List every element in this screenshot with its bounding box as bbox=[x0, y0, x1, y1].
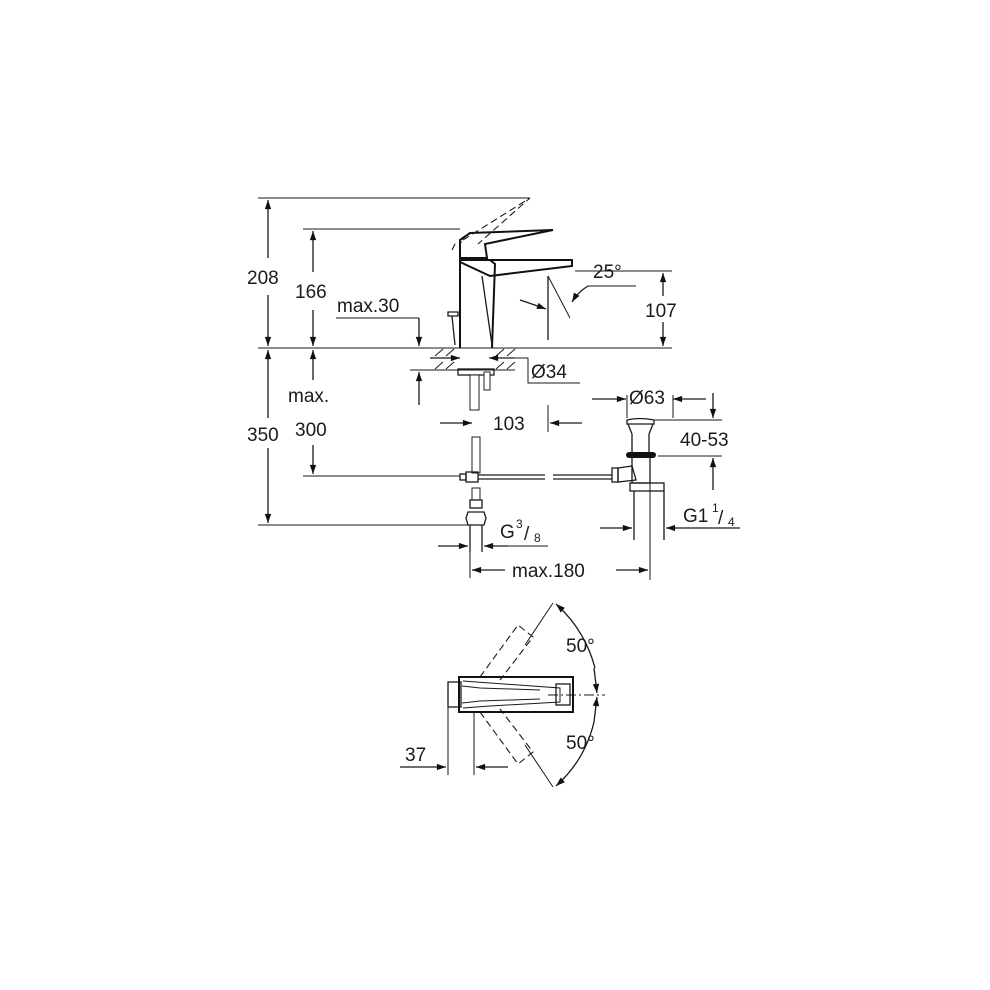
faucet-body bbox=[447, 197, 573, 349]
dim-max30-label: max.30 bbox=[337, 296, 399, 317]
dim-g38-slash: / bbox=[524, 524, 530, 545]
dim-50deg-lower-label: 50° bbox=[566, 733, 595, 754]
angle-25-ray bbox=[547, 275, 571, 319]
rotated-lever-upper bbox=[479, 624, 534, 681]
rotated-lever-lower bbox=[479, 708, 534, 765]
angle-ray-upper bbox=[524, 602, 554, 646]
dim-25deg-label: 25° bbox=[593, 262, 622, 283]
supply-hoses bbox=[457, 368, 612, 552]
dim-37-label: 37 bbox=[405, 745, 426, 766]
dim-107-label: 107 bbox=[645, 301, 677, 322]
dim-max-label: max. bbox=[288, 386, 329, 407]
side-view: 208 166 max.30 Ø34 bbox=[247, 197, 740, 582]
deck-hatching bbox=[434, 348, 516, 370]
dim-166-label: 166 bbox=[295, 282, 327, 303]
dim-max180-label: max.180 bbox=[512, 561, 585, 582]
dim-300-label: 300 bbox=[295, 420, 327, 441]
dim-g114-num: 1 bbox=[712, 501, 719, 515]
dim-g114-den: 4 bbox=[728, 515, 735, 529]
angle-arc-upper-b bbox=[592, 667, 600, 694]
top-view: 50° 50° 37 bbox=[400, 602, 605, 788]
dim-4053-label: 40-53 bbox=[680, 430, 729, 451]
angle-arc-upper-a bbox=[555, 603, 596, 669]
dim-350-label: 350 bbox=[247, 425, 279, 446]
waste-fitting bbox=[611, 417, 665, 580]
dim-d34-label: Ø34 bbox=[531, 362, 567, 383]
dim-g114-main: G1 bbox=[683, 506, 708, 527]
dim-208-label: 208 bbox=[247, 268, 279, 289]
lever-base bbox=[447, 681, 462, 708]
dim-103-label: 103 bbox=[493, 414, 525, 435]
dim-g38-den: 8 bbox=[534, 531, 541, 545]
dim-50deg-upper-label: 50° bbox=[566, 636, 595, 657]
dim-d63-label: Ø63 bbox=[629, 388, 665, 409]
dim-g114-slash: / bbox=[718, 508, 724, 529]
angle-arc-lower-a bbox=[592, 696, 600, 723]
angle-ray-lower bbox=[524, 744, 554, 788]
lever-raised-outline bbox=[462, 197, 531, 245]
angle-arc-lower-b bbox=[555, 721, 595, 787]
angle-25-arrow-right bbox=[571, 285, 589, 303]
dim-g38-num: 3 bbox=[516, 517, 523, 531]
dim-g38-main: G bbox=[500, 522, 515, 543]
angle-25-arrow-left bbox=[519, 299, 547, 310]
d34-leader bbox=[514, 357, 580, 384]
